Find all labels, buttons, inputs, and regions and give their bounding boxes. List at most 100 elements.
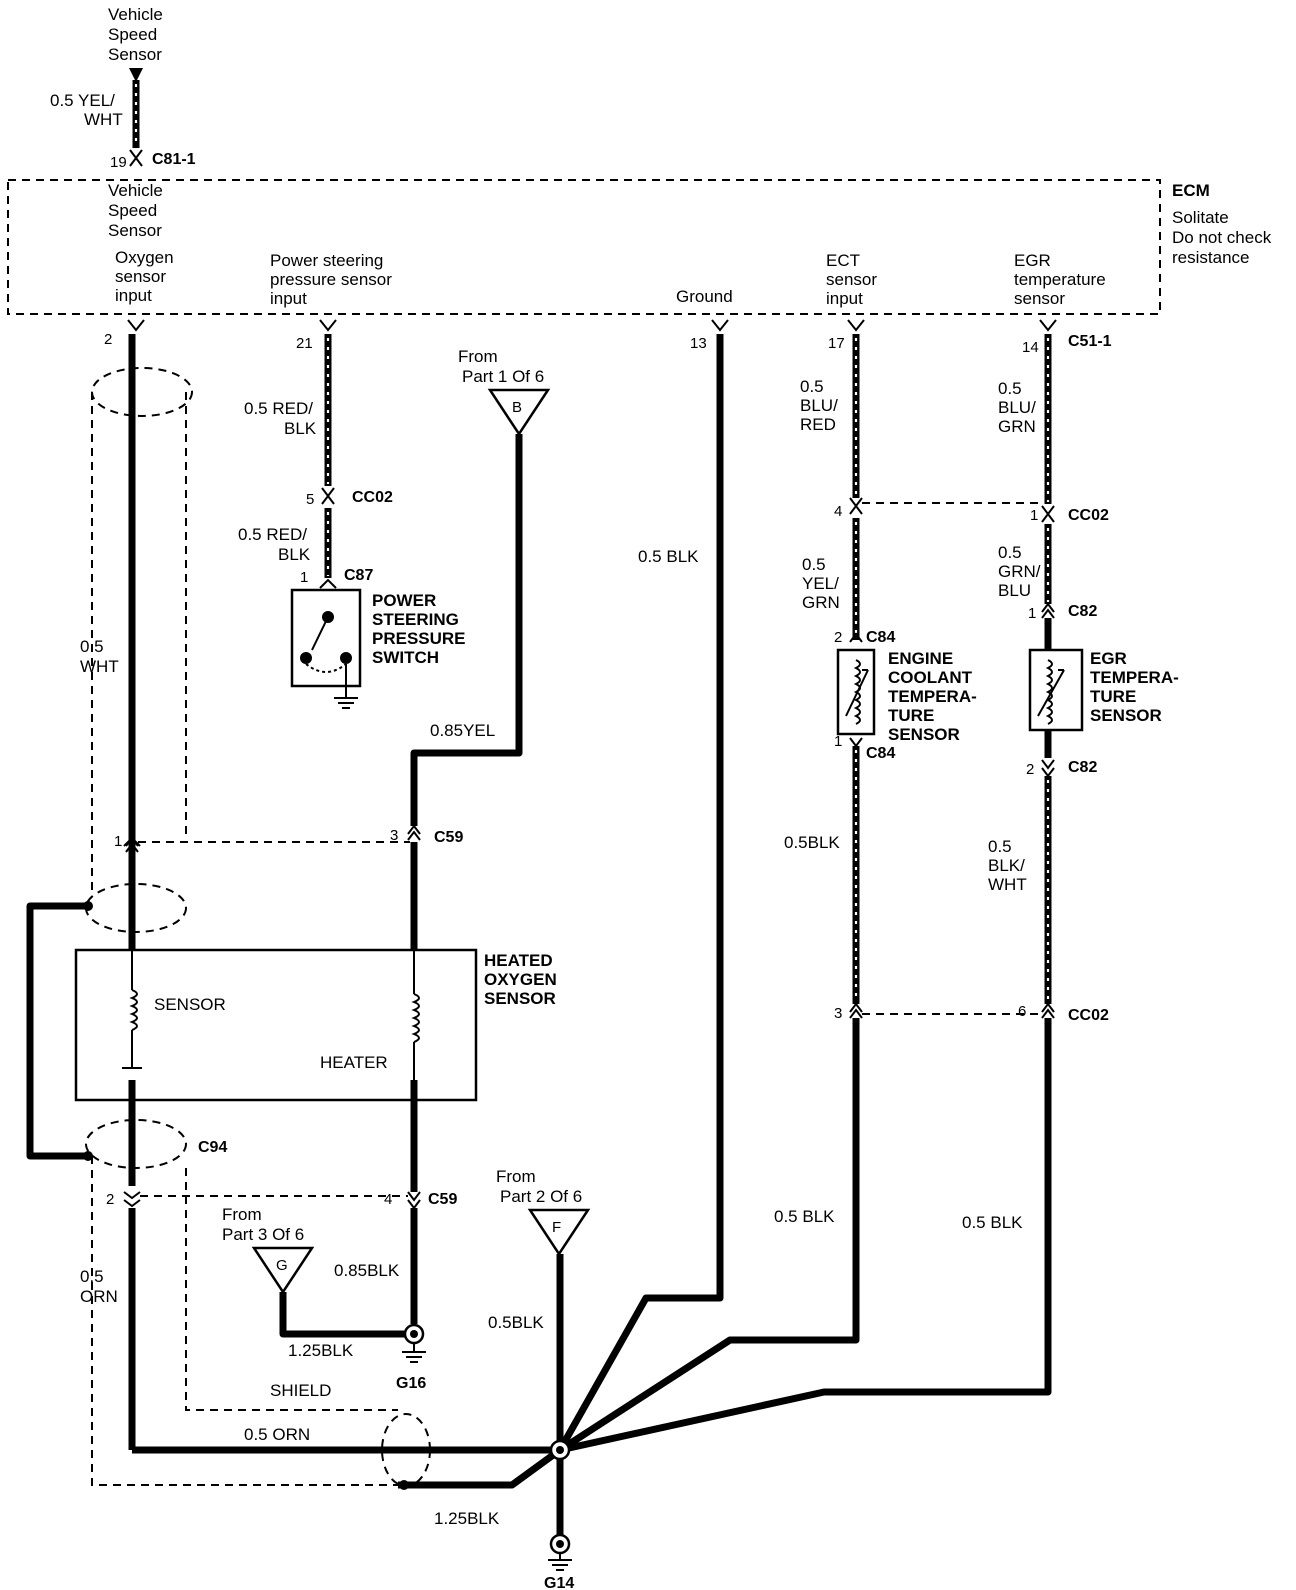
wire-color: WHT	[988, 875, 1027, 894]
ecm-title: ECM	[1172, 181, 1210, 200]
pin-number: 4	[834, 503, 842, 520]
component-label: OXYGEN	[484, 970, 557, 989]
wire-color: RED	[800, 415, 836, 434]
wire-color: 0.5	[998, 379, 1022, 398]
wire-color: BLU	[998, 581, 1031, 600]
vss-source-label: Speed	[108, 25, 157, 44]
pin-number: 2	[106, 1191, 114, 1208]
ecm-input-label: sensor	[1014, 289, 1065, 308]
wire-color: WHT	[80, 657, 119, 676]
pin-number: 1	[300, 569, 308, 586]
component-label: POWER	[372, 591, 436, 610]
component-label: TEMPERA-	[1090, 668, 1179, 687]
pin-number: 2	[834, 629, 842, 646]
ecm-input-label: ECT	[826, 251, 860, 270]
connector-label: C94	[198, 1139, 227, 1156]
pin-number: 1	[1028, 605, 1036, 622]
wire-color: 0.5	[800, 377, 824, 396]
heater-label: HEATER	[320, 1053, 388, 1072]
component-label: COOLANT	[888, 668, 973, 687]
wire-color: 0.5 BLK	[962, 1213, 1023, 1232]
component-label: TURE	[888, 706, 934, 725]
connector-label: C51-1	[1068, 333, 1112, 350]
wire-color: YEL/	[802, 574, 839, 593]
wire-color: 0.5BLK	[488, 1313, 544, 1332]
ground-label: G16	[396, 1375, 426, 1392]
connector-label: C82	[1068, 759, 1097, 776]
wire-color: 0.85BLK	[334, 1261, 400, 1280]
ecm-input-label: Sensor	[108, 221, 162, 240]
ecm-note: resistance	[1172, 248, 1249, 267]
connector-label: CC02	[352, 489, 393, 506]
ecm-input-label: sensor	[115, 267, 166, 286]
ecm-input-label: Vehicle	[108, 181, 163, 200]
wire-color: 0.5	[80, 637, 104, 656]
wire-color: 0.5 YEL/	[50, 91, 115, 110]
component-label: TEMPERA-	[888, 687, 977, 706]
component-label: SENSOR	[888, 725, 960, 744]
ecm-input-label: input	[115, 286, 152, 305]
ref-letter: B	[512, 399, 522, 416]
pin-number: 6	[1018, 1003, 1026, 1020]
ecm-note: Do not check	[1172, 228, 1272, 247]
component-label: TURE	[1090, 687, 1136, 706]
component-label: SENSOR	[484, 989, 556, 1008]
wire-color: GRN/	[998, 562, 1041, 581]
ecm-input-label: EGR	[1014, 251, 1051, 270]
wire-color: 0.5 ORN	[244, 1425, 310, 1444]
ground-label: G14	[544, 1575, 574, 1590]
egr-temperature-sensor	[1028, 648, 1084, 732]
component-label: SWITCH	[372, 648, 439, 667]
ecm-input-label: Speed	[108, 201, 157, 220]
wire-color: ORN	[80, 1287, 118, 1306]
wire-color: BLK	[278, 545, 311, 564]
wire-color: 0.5 BLK	[774, 1207, 835, 1226]
wire-color: 0.5	[988, 837, 1012, 856]
wire-color: 0.5	[802, 555, 826, 574]
ref-letter: F	[552, 1219, 561, 1236]
ref-label: Part 3 Of 6	[222, 1225, 304, 1244]
pin-number: 3	[834, 1005, 842, 1022]
component-label: EGR	[1090, 649, 1127, 668]
wire-color: 0.5 BLK	[638, 547, 699, 566]
wire-color: 1.25BLK	[434, 1509, 500, 1528]
ref-label: From	[458, 347, 498, 366]
connector-label: C87	[344, 567, 373, 584]
ecm-note: Solitate	[1172, 208, 1229, 227]
wire-color: 0.5	[998, 543, 1022, 562]
ecm-input-label: Ground	[676, 287, 733, 306]
pin-number: 1	[114, 833, 122, 850]
pin-number: 14	[1022, 339, 1039, 356]
wire-color: 0.5 RED/	[238, 525, 307, 544]
vss-source-label: Sensor	[108, 45, 162, 64]
component-label: STEERING	[372, 610, 459, 629]
ref-label: From	[222, 1205, 262, 1224]
wire-color: 0.5BLK	[784, 833, 840, 852]
connector-label: CC02	[1068, 1007, 1109, 1024]
pin-number: 5	[306, 491, 314, 508]
wire-color: GRN	[802, 593, 840, 612]
connector-label: CC02	[1068, 507, 1109, 524]
ecm-box	[7, 179, 1161, 315]
ref-label: Part 1 Of 6	[462, 367, 544, 386]
ref-letter: G	[276, 1257, 288, 1274]
ref-label: From	[496, 1167, 536, 1186]
pin-number: 4	[384, 1191, 392, 1208]
ecm-input-label: pressure sensor	[270, 270, 392, 289]
connector-label: C84	[866, 745, 895, 762]
wire-color: GRN	[998, 417, 1036, 436]
component-label: SENSOR	[1090, 706, 1162, 725]
component-label: PRESSURE	[372, 629, 466, 648]
pin-number: 21	[296, 335, 313, 352]
wire-color: WHT	[84, 110, 123, 129]
pin-number: 19	[110, 154, 127, 171]
pin-number: 3	[390, 827, 398, 844]
vss-source-label: Vehicle	[108, 5, 163, 24]
wire-color: 0.5	[80, 1267, 104, 1286]
ref-label: Part 2 Of 6	[500, 1187, 582, 1206]
ecm-input-label: Oxygen	[115, 248, 174, 267]
power-steering-pressure-switch	[290, 588, 362, 709]
pin-number: 2	[104, 331, 112, 348]
